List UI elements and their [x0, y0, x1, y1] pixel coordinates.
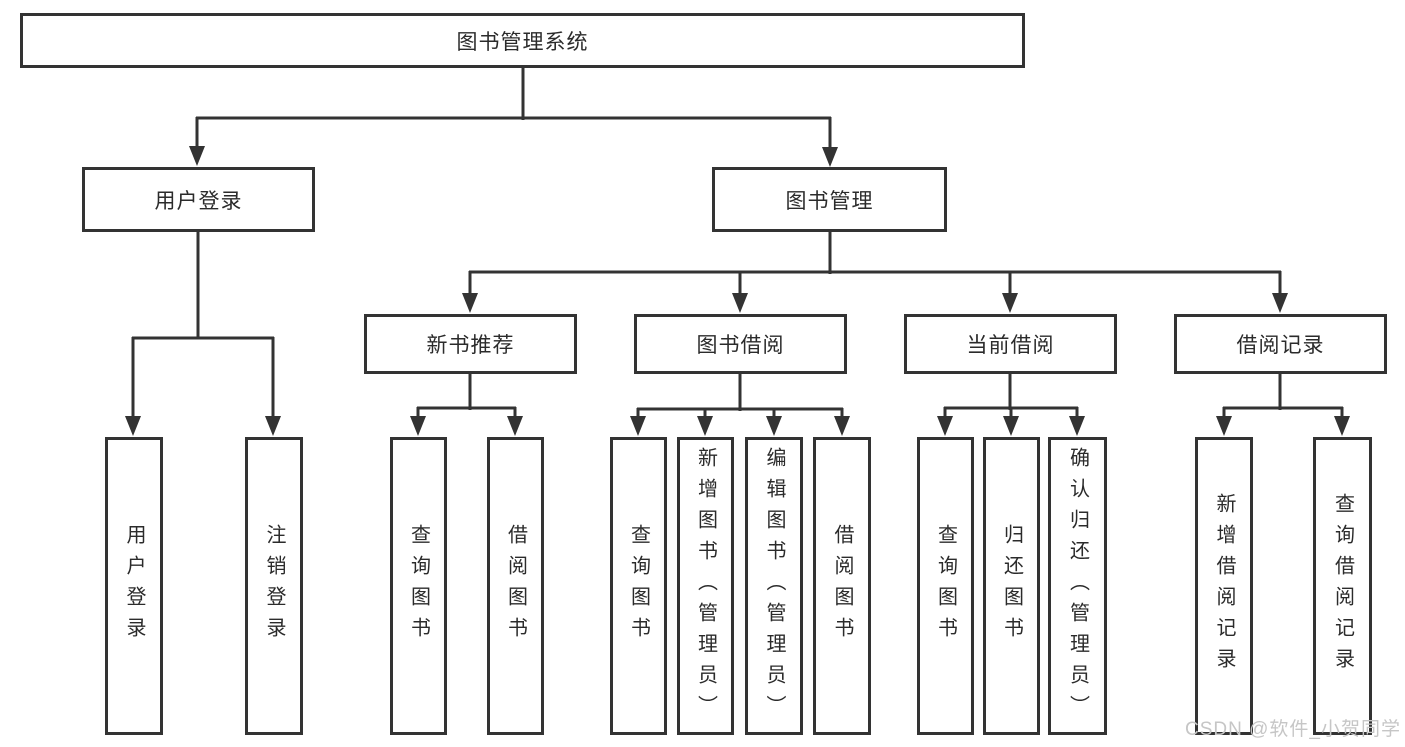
leaf-add-borrow-record: 新增借阅记录 — [1195, 437, 1253, 735]
node-label: 图书管理系统 — [456, 30, 589, 54]
connector-vline — [828, 117, 832, 161]
connector-hline — [417, 406, 516, 410]
node-label: 图书借阅 — [696, 334, 785, 357]
node-book-borrowing: 图书借阅 — [634, 314, 847, 374]
leaf-label: 查询图书 — [934, 524, 957, 648]
leaf-return-books: 归还图书 — [983, 437, 1040, 735]
leaf-query-books-current: 查询图书 — [917, 437, 974, 735]
arrowhead-down-icon — [630, 416, 646, 436]
connector-hline — [944, 406, 1078, 410]
arrowhead-down-icon — [507, 416, 523, 436]
leaf-label: 查询图书 — [407, 524, 430, 648]
node-new-book-recommendation: 新书推荐 — [364, 314, 577, 374]
arrowhead-down-icon — [766, 416, 782, 436]
leaf-label: 用户登录 — [123, 524, 145, 648]
arrowhead-down-icon — [834, 416, 850, 436]
leaf-label: 查询借阅记录 — [1331, 493, 1354, 679]
node-library-system: 图书管理系统 — [20, 13, 1025, 68]
arrowhead-down-icon — [732, 293, 748, 313]
leaf-edit-book-admin: 编辑图书（管理员） — [745, 437, 803, 735]
node-user-login: 用户登录 — [82, 167, 315, 232]
connector-vline — [1278, 373, 1282, 410]
leaf-query-books-recommend: 查询图书 — [390, 437, 447, 735]
node-label: 用户登录 — [154, 189, 243, 213]
connector-vline — [1008, 271, 1012, 307]
connector-vline — [828, 232, 832, 274]
node-book-management: 图书管理 — [712, 167, 947, 232]
leaf-user-login: 用户登录 — [105, 437, 163, 735]
leaf-query-borrow-record: 查询借阅记录 — [1313, 437, 1372, 735]
connector-vline — [271, 337, 275, 430]
csdn-watermark: CSDN @软件_小贺同学 — [1185, 719, 1401, 740]
node-label: 图书管理 — [785, 189, 874, 213]
leaf-confirm-return-admin: 确认归还（管理员） — [1048, 437, 1107, 735]
arrowhead-down-icon — [462, 293, 478, 313]
leaf-label: 借阅图书 — [831, 524, 853, 648]
leaf-label: 注销登录 — [263, 524, 285, 648]
connector-hline — [196, 116, 831, 120]
leaf-label: 新增图书（管理员） — [694, 446, 717, 726]
node-label: 当前借阅 — [966, 334, 1055, 357]
arrowhead-down-icon — [1002, 293, 1018, 313]
leaf-label: 查询图书 — [627, 524, 650, 648]
leaf-add-book-admin: 新增图书（管理员） — [677, 437, 734, 735]
node-label: 借阅记录 — [1236, 334, 1325, 357]
connector-vline — [738, 373, 742, 411]
arrowhead-down-icon — [265, 416, 281, 436]
leaf-label: 确认归还（管理员） — [1066, 446, 1089, 726]
node-borrowing-records: 借阅记录 — [1174, 314, 1387, 374]
arrowhead-down-icon — [1272, 293, 1288, 313]
connector-vline — [196, 231, 200, 339]
connector-hline — [637, 407, 843, 411]
arrowhead-down-icon — [410, 416, 426, 436]
arrowhead-down-icon — [822, 147, 838, 167]
leaf-label: 归还图书 — [1000, 524, 1023, 648]
connector-vline — [521, 66, 525, 120]
arrowhead-down-icon — [125, 416, 141, 436]
connector-vline — [738, 271, 742, 307]
arrowhead-down-icon — [1003, 416, 1019, 436]
connector-vline — [468, 373, 472, 410]
arrowhead-down-icon — [697, 416, 713, 436]
node-label: 新书推荐 — [426, 334, 515, 357]
leaf-logout: 注销登录 — [245, 437, 303, 735]
connector-vline — [1008, 373, 1012, 410]
connector-hline — [469, 270, 1281, 274]
connector-vline — [468, 271, 472, 307]
leaf-borrow-books-recommend: 借阅图书 — [487, 437, 544, 735]
leaf-label: 新增借阅记录 — [1213, 493, 1235, 679]
connector-hline — [132, 336, 274, 340]
node-current-borrowing: 当前借阅 — [904, 314, 1117, 374]
leaf-label: 编辑图书（管理员） — [763, 446, 785, 726]
arrowhead-down-icon — [1069, 416, 1085, 436]
connector-hline — [1223, 406, 1343, 410]
arrowhead-down-icon — [937, 416, 953, 436]
connector-vline — [195, 117, 199, 160]
connector-vline — [131, 337, 135, 430]
leaf-borrow-books-borrowing: 借阅图书 — [813, 437, 871, 735]
leaf-query-books-borrowing: 查询图书 — [610, 437, 667, 735]
arrowhead-down-icon — [189, 146, 205, 166]
leaf-label: 借阅图书 — [504, 524, 527, 648]
connector-vline — [1278, 271, 1282, 307]
arrowhead-down-icon — [1334, 416, 1350, 436]
arrowhead-down-icon — [1216, 416, 1232, 436]
